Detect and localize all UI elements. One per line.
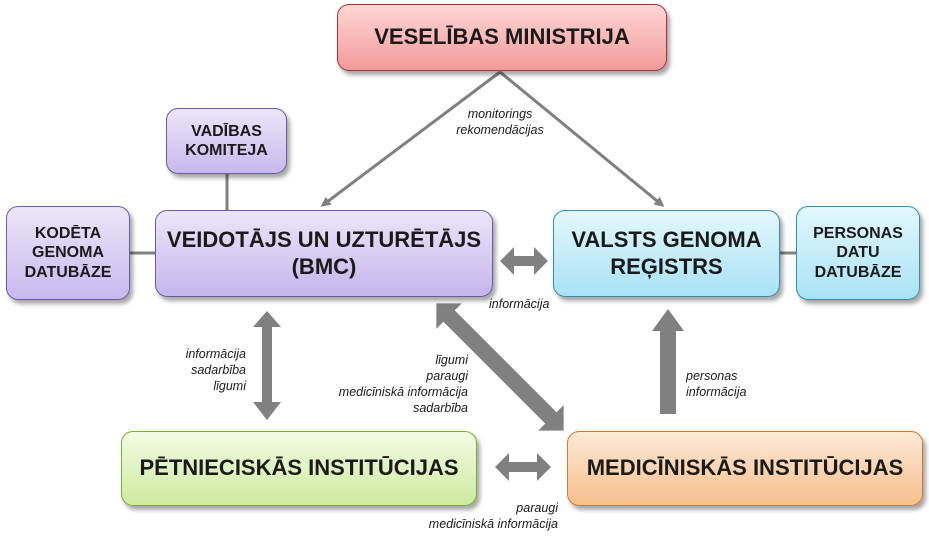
ministry-to-registry-arrow bbox=[499, 70, 665, 207]
research-institutions-label: PĒTNIECISKĀS INSTITŪCIJAS bbox=[139, 455, 459, 481]
coded-genome-db-node: KODĒTA GENOMA DATUBĀZE bbox=[6, 206, 130, 300]
medical-institutions-label: MEDICĪNISKĀS INSTITŪCIJAS bbox=[586, 455, 904, 481]
research-medical-label: paraugi medicīniskā informācija bbox=[428, 501, 558, 531]
bmc-node: VEIDOTĀJS UN UZTURĒTĀJS (BMC) bbox=[155, 210, 493, 297]
ministry-links-label: monitorings rekomendācijas bbox=[456, 107, 544, 137]
steering-committee-label: VADĪBAS KOMITEJA bbox=[185, 122, 268, 159]
genome-registry-label: VALSTS GENOMA REĢISTRS bbox=[571, 227, 762, 279]
bmc-medical-label: līgumi paraugi medicīniskā informācija s… bbox=[338, 353, 468, 415]
bmc-registry-label: informācija bbox=[489, 297, 550, 311]
research-medical-double-arrow bbox=[495, 453, 551, 481]
medical-to-registry-arrow bbox=[652, 309, 684, 414]
ministry-label: VESELĪBAS MINISTRIJA bbox=[374, 24, 630, 50]
personal-data-db-node: PERSONAS DATU DATUBĀZE bbox=[796, 206, 920, 300]
genome-registry-node: VALSTS GENOMA REĢISTRS bbox=[553, 210, 780, 297]
medical-institutions-node: MEDICĪNISKĀS INSTITŪCIJAS bbox=[567, 431, 923, 506]
coded-genome-db-label: KODĒTA GENOMA DATUBĀZE bbox=[24, 225, 112, 281]
bmc-research-double-arrow bbox=[253, 311, 281, 420]
steering-committee-node: VADĪBAS KOMITEJA bbox=[166, 108, 287, 174]
bmc-label: VEIDOTĀJS UN UZTURĒTĀJS (BMC) bbox=[166, 227, 482, 279]
ministry-to-bmc-arrow bbox=[320, 70, 501, 207]
bmc-registry-double-arrow bbox=[500, 247, 548, 275]
ministry-node: VESELĪBAS MINISTRIJA bbox=[337, 4, 667, 71]
personal-data-db-label: PERSONAS DATU DATUBĀZE bbox=[813, 225, 903, 281]
research-institutions-node: PĒTNIECISKĀS INSTITŪCIJAS bbox=[121, 431, 477, 506]
bmc-research-label: informācija sadarbība līgumi bbox=[185, 347, 246, 393]
bmc-medical-double-arrow bbox=[436, 303, 564, 431]
medical-registry-label: personas informācija bbox=[686, 369, 747, 399]
